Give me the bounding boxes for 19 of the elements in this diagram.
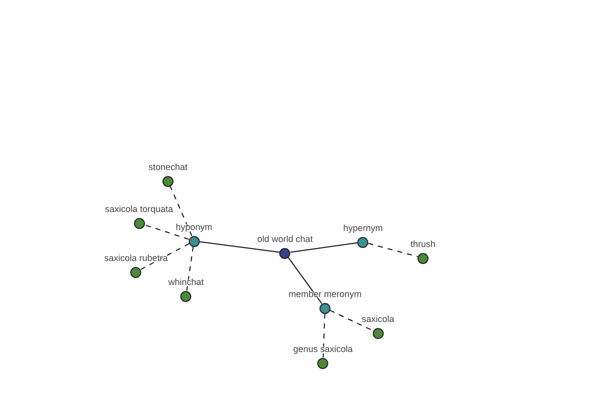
node-label: genus saxicola (293, 342, 353, 354)
connector-line (170, 186, 192, 236)
connector-line (368, 242, 418, 258)
node-label: whinchat (168, 276, 204, 288)
connector-line (140, 243, 190, 270)
node-label: thrush (410, 238, 436, 250)
node-label: saxicola (362, 312, 394, 324)
node-label: hypernym (343, 222, 383, 234)
connector-line (186, 246, 194, 292)
node-label: saxicola torquata (104, 202, 174, 214)
connector-line (322, 313, 326, 358)
node-label: hyponym (176, 220, 212, 232)
node-label: stonechat (148, 160, 188, 172)
node-label: saxicola rubetra (104, 252, 168, 264)
connector-line (198, 241, 280, 253)
node-label: old world chat (257, 232, 313, 244)
connector-line (144, 224, 190, 240)
connector-line (329, 310, 374, 332)
connector-line (290, 242, 358, 253)
